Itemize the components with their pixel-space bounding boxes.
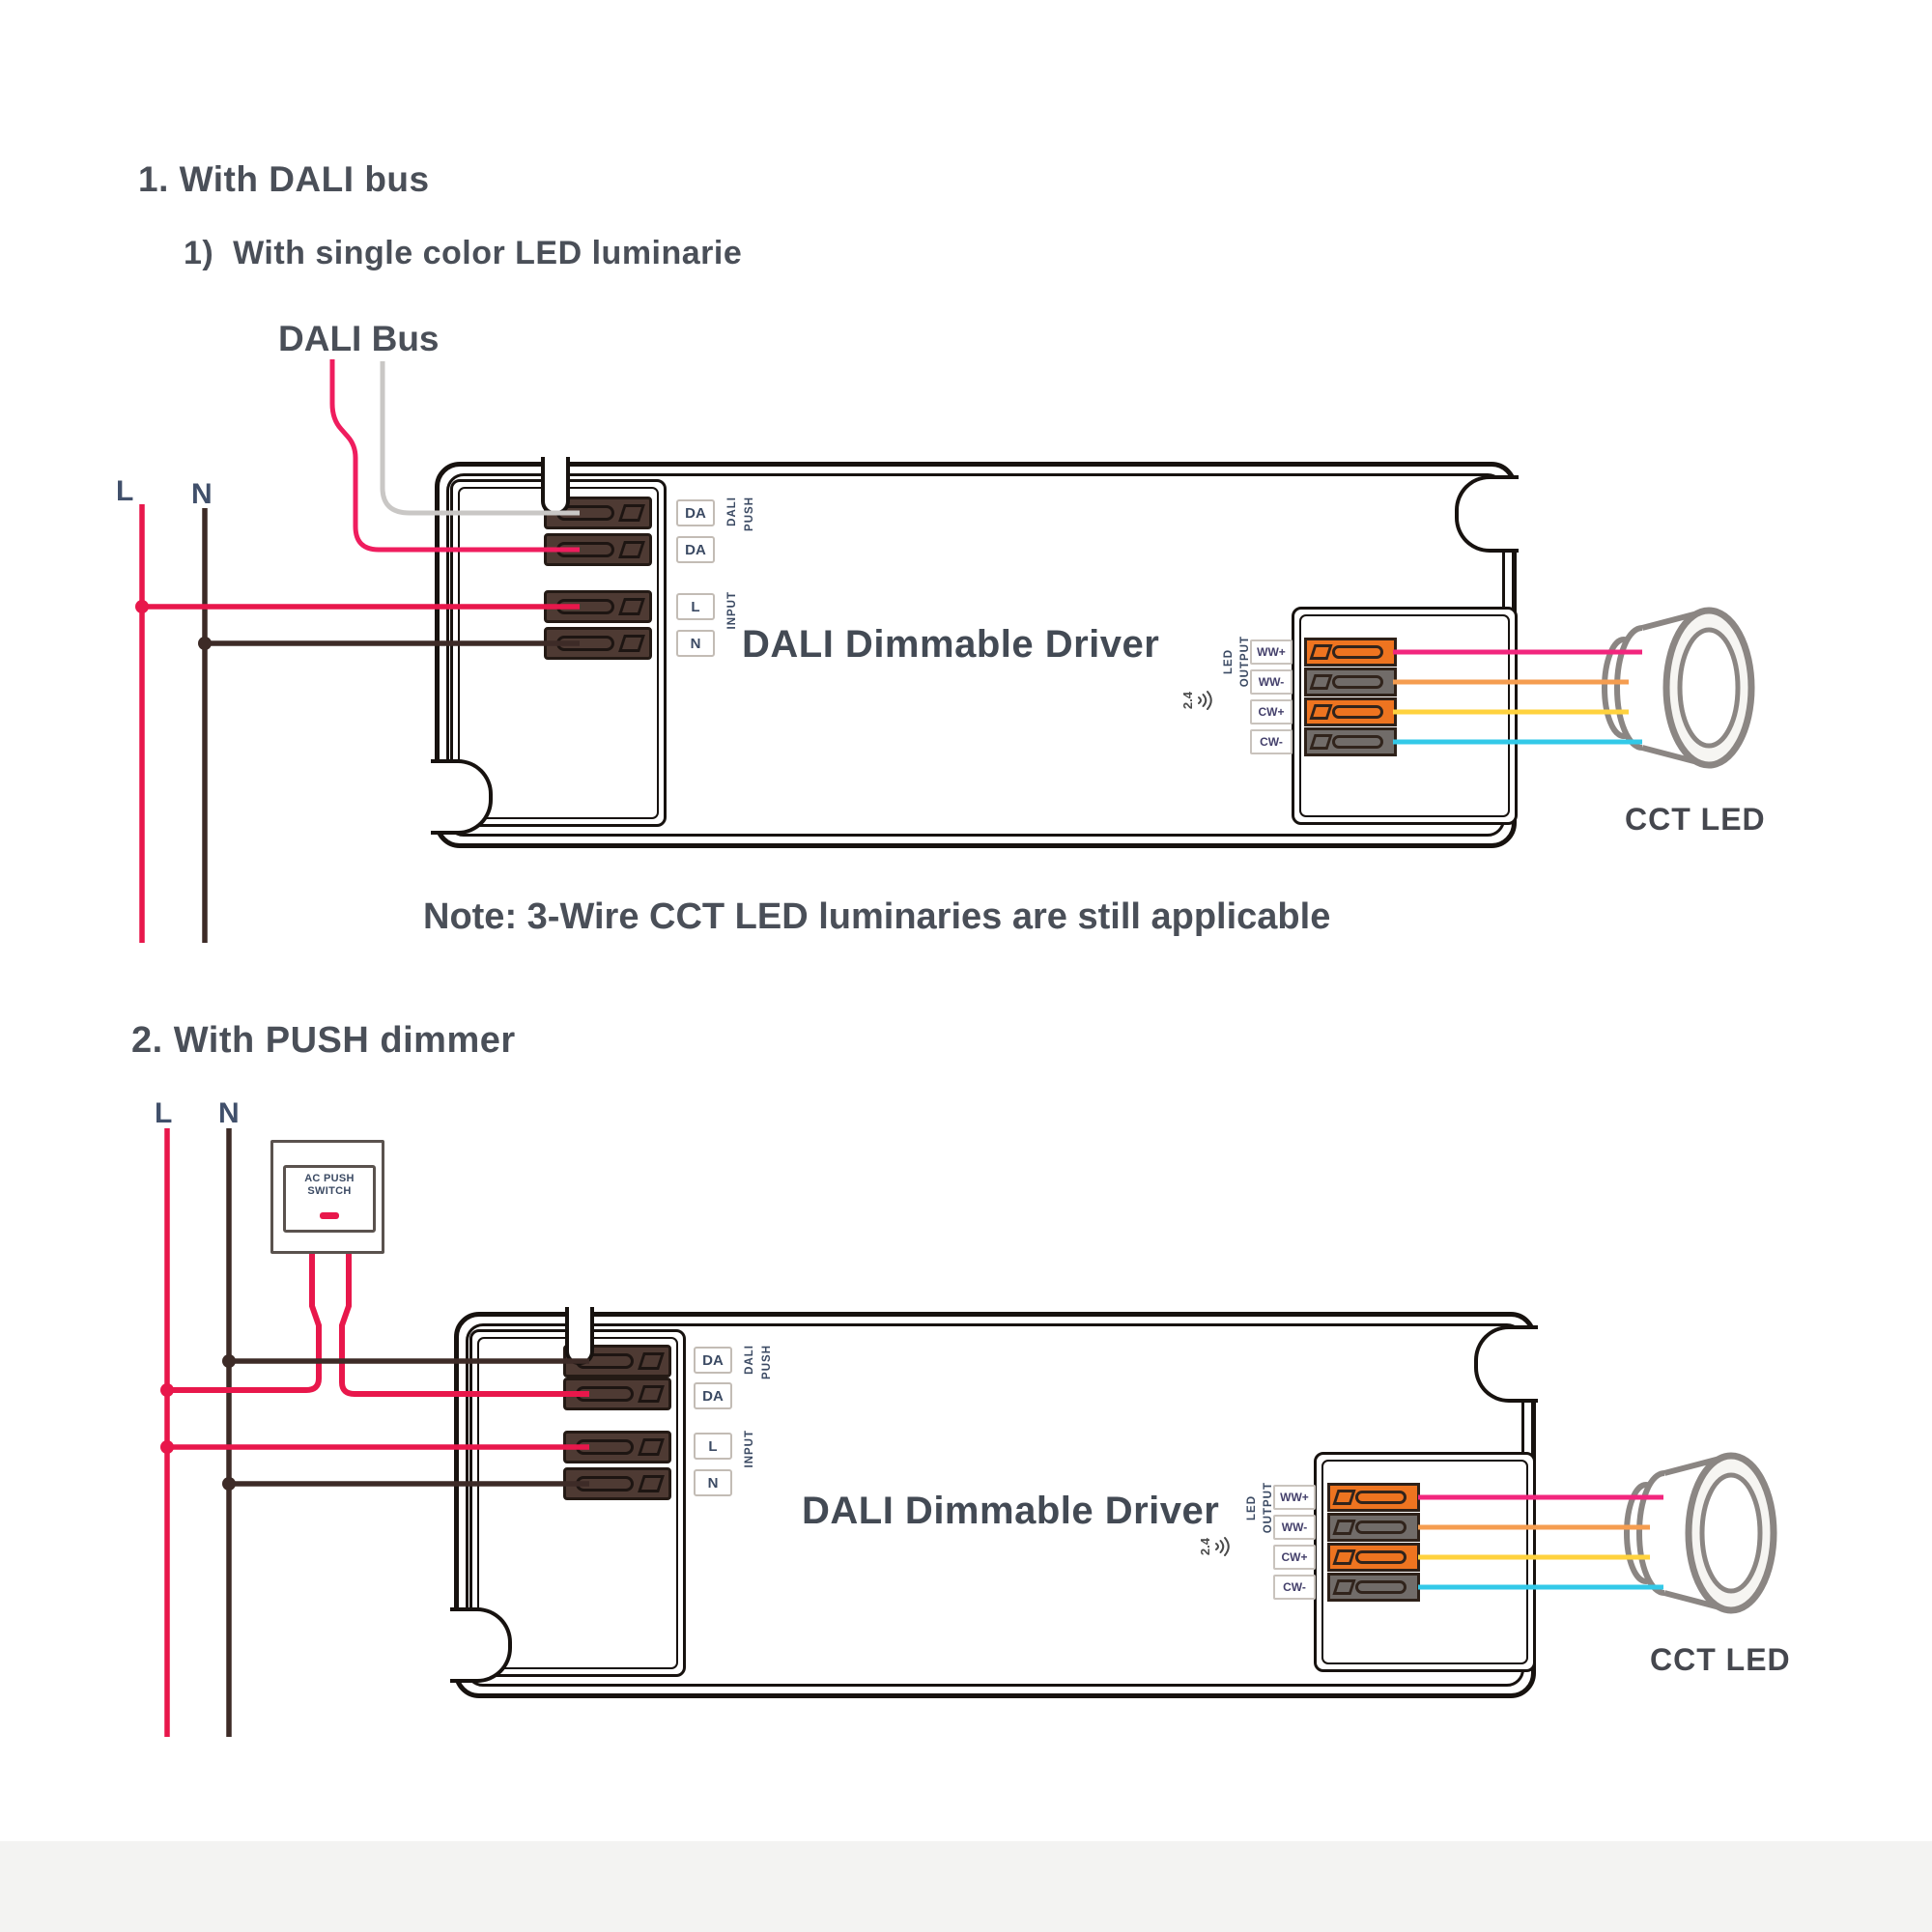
section1-note: Note: 3-Wire CCT LED luminaries are stil… bbox=[423, 896, 1331, 937]
wireless-2-4g-icon-1: 2.4 bbox=[1180, 686, 1215, 715]
driver2-n-label: N bbox=[694, 1469, 732, 1496]
driver1-push-side-label: PUSH bbox=[744, 497, 755, 531]
wireless-2-4-label-2: 2.4 bbox=[1198, 1537, 1212, 1556]
driver2-terminal-da2 bbox=[563, 1378, 671, 1410]
driver1-title: DALI Dimmable Driver bbox=[742, 623, 1160, 666]
driver1-terminal-da2 bbox=[544, 533, 652, 566]
driver2-left-mount-notch bbox=[450, 1607, 512, 1683]
wireless-2-4-label-1: 2.4 bbox=[1180, 691, 1195, 710]
driver2-out-terminal-wwminus bbox=[1327, 1513, 1420, 1542]
driver1-wwplus-label: WW+ bbox=[1250, 639, 1293, 665]
driver1-input-side-label: INPUT bbox=[726, 591, 738, 630]
driver1-cwminus-label: CW- bbox=[1250, 729, 1293, 754]
section2-heading: 2. With PUSH dimmer bbox=[131, 1020, 516, 1061]
driver1-terminal-l bbox=[544, 590, 652, 623]
junction-dot-n2a bbox=[222, 1354, 236, 1368]
driver2-out-terminal-cwminus bbox=[1327, 1573, 1420, 1602]
driver1-wwminus-label: WW- bbox=[1250, 669, 1293, 695]
junction-dot-n2b bbox=[222, 1477, 236, 1491]
section1-subheading: 1) With single color LED luminarie bbox=[184, 235, 743, 271]
driver2-right-mount-notch bbox=[1474, 1325, 1538, 1403]
ac-push-switch-button-indicator bbox=[320, 1212, 339, 1219]
driver1-n-label: N bbox=[676, 630, 715, 657]
driver2-dali-side-label: DALI bbox=[744, 1345, 755, 1375]
wireless-2-4g-icon-2: 2.4 bbox=[1198, 1532, 1233, 1561]
page-bottom-band bbox=[0, 1841, 1932, 1932]
driver1-right-mount-notch bbox=[1455, 475, 1519, 553]
driver2-cwplus-label: CW+ bbox=[1273, 1545, 1316, 1570]
driver1-da2-label: DA bbox=[676, 536, 715, 563]
line-n-label-1: N bbox=[191, 478, 213, 510]
wire-push-switch-left bbox=[167, 1254, 322, 1393]
driver2-push-side-label: PUSH bbox=[761, 1345, 773, 1379]
driver2-top-slot-notch bbox=[565, 1307, 594, 1365]
driver2-led-side-label: LED bbox=[1246, 1495, 1258, 1520]
line-l-label-1: L bbox=[116, 475, 134, 507]
driver2-terminal-l bbox=[563, 1431, 671, 1463]
driver2-wwminus-label: WW- bbox=[1273, 1515, 1316, 1540]
driver1-dali-side-label: DALI bbox=[726, 497, 738, 526]
ac-push-switch-inner bbox=[283, 1165, 376, 1233]
driver1-terminal-n bbox=[544, 627, 652, 660]
driver2-wwplus-label: WW+ bbox=[1273, 1485, 1316, 1510]
cct-led-label-1: CCT LED bbox=[1625, 802, 1766, 837]
section1-heading: 1. With DALI bus bbox=[138, 159, 430, 199]
junction-dot-n1 bbox=[198, 637, 212, 650]
wireless-waves-icon-1 bbox=[1198, 691, 1212, 710]
driver1-top-slot-notch bbox=[541, 457, 570, 515]
driver1-da1-label: DA bbox=[676, 499, 715, 526]
driver2-out-terminal-cwplus bbox=[1327, 1543, 1420, 1572]
junction-dot-l2b bbox=[160, 1440, 174, 1454]
driver2-out-terminal-wwplus bbox=[1327, 1483, 1420, 1512]
driver2-title: DALI Dimmable Driver bbox=[802, 1490, 1220, 1532]
driver1-out-terminal-wwplus bbox=[1304, 638, 1397, 667]
driver1-out-terminal-wwminus bbox=[1304, 668, 1397, 696]
driver2-da2-label: DA bbox=[694, 1382, 732, 1409]
driver1-l-label: L bbox=[676, 593, 715, 620]
driver2-da1-label: DA bbox=[694, 1347, 732, 1374]
cct-led-label-2: CCT LED bbox=[1650, 1642, 1791, 1677]
cct-led-fixture-2 bbox=[1624, 1452, 1777, 1614]
cct-led-fixture-1 bbox=[1602, 607, 1755, 769]
wireless-waves-icon-2 bbox=[1215, 1537, 1230, 1556]
driver1-led-side-label: LED bbox=[1223, 649, 1235, 674]
driver1-cwplus-label: CW+ bbox=[1250, 699, 1293, 724]
driver2-terminal-n bbox=[563, 1467, 671, 1500]
driver1-out-terminal-cwplus bbox=[1304, 697, 1397, 726]
line-n-label-2: N bbox=[218, 1097, 240, 1129]
ac-push-switch-label: AC PUSH SWITCH bbox=[283, 1173, 376, 1198]
driver2-input-side-label: INPUT bbox=[744, 1430, 755, 1468]
junction-dot-l2a bbox=[160, 1383, 174, 1397]
driver1-out-terminal-cwminus bbox=[1304, 727, 1397, 756]
driver1-left-mount-notch bbox=[431, 759, 493, 835]
driver2-cwminus-label: CW- bbox=[1273, 1575, 1316, 1600]
line-l-label-2: L bbox=[155, 1097, 173, 1129]
ac-push-switch-label-line2: SWITCH bbox=[307, 1185, 352, 1197]
driver2-l-label: L bbox=[694, 1433, 732, 1460]
ac-push-switch-label-line1: AC PUSH bbox=[304, 1173, 355, 1184]
junction-dot-l1 bbox=[135, 600, 149, 613]
dali-bus-label: DALI Bus bbox=[278, 319, 440, 358]
